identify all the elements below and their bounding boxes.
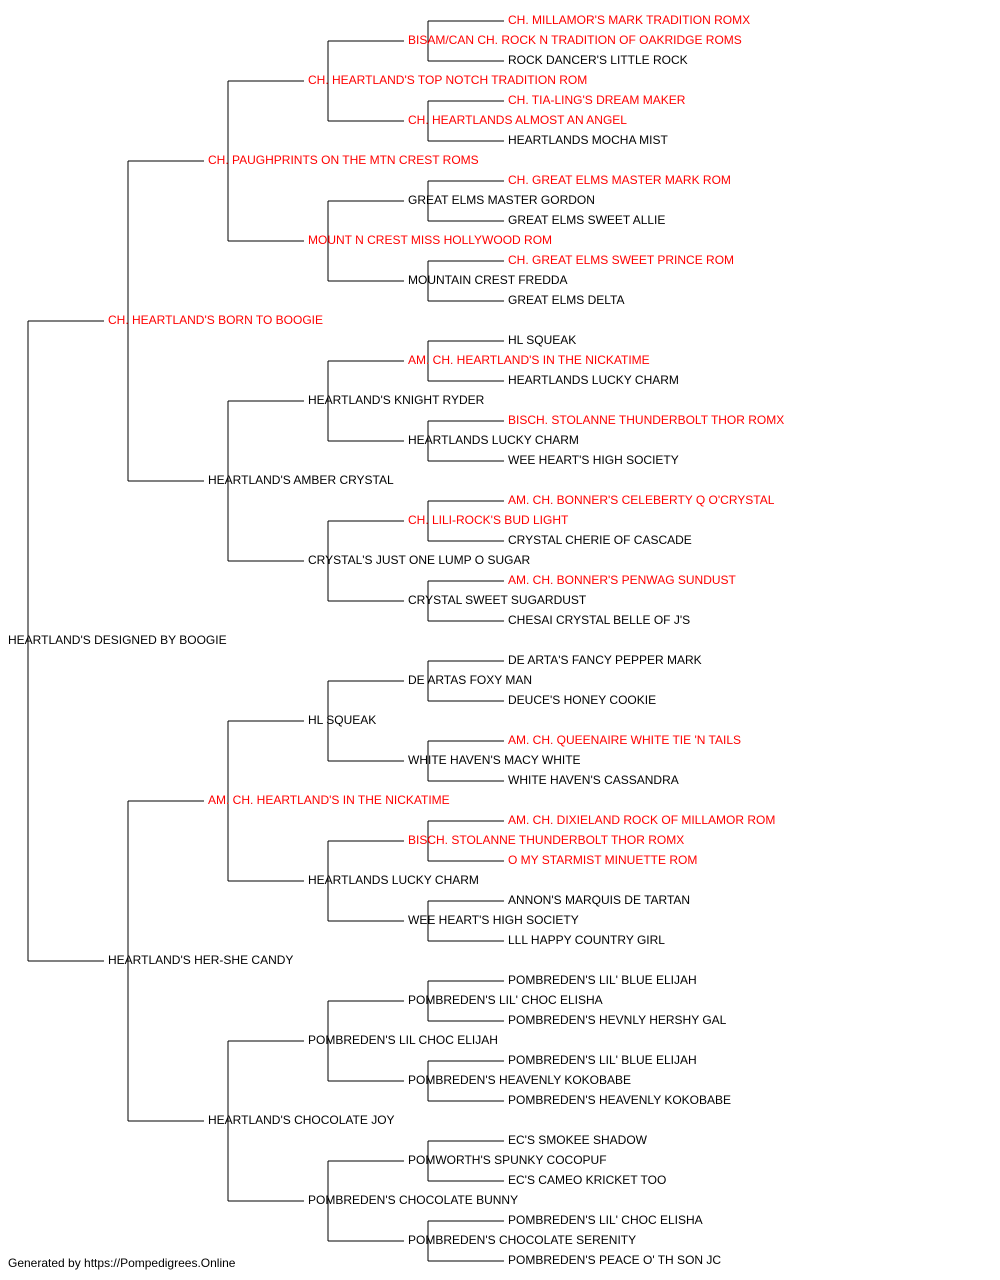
ancestor-name: CH. GREAT ELMS SWEET PRINCE ROM [508, 253, 734, 267]
ancestor-name: CHESAI CRYSTAL BELLE OF J'S [508, 613, 690, 627]
ancestor-name: CH. LILI-ROCK'S BUD LIGHT [408, 513, 569, 527]
ancestor-name: WEE HEART'S HIGH SOCIETY [508, 453, 679, 467]
ancestor-name: WHITE HAVEN'S MACY WHITE [408, 753, 581, 767]
ancestor-name: HEARTLANDS MOCHA MIST [508, 133, 668, 147]
ancestor-name: POMBREDEN'S HEVNLY HERSHY GAL [508, 1013, 727, 1027]
ancestor-name: ANNON'S MARQUIS DE TARTAN [508, 893, 690, 907]
ancestor-name: AM. CH. BONNER'S PENWAG SUNDUST [508, 573, 737, 587]
ancestor-name: POMBREDEN'S HEAVENLY KOKOBABE [508, 1093, 731, 1107]
ancestor-name: AM. CH. HEARTLAND'S IN THE NICKATIME [208, 793, 450, 807]
ancestor-name: LLL HAPPY COUNTRY GIRL [508, 933, 665, 947]
ancestor-name: HEARTLANDS LUCKY CHARM [308, 873, 479, 887]
ancestor-name: POMWORTH'S SPUNKY COCOPUF [408, 1153, 607, 1167]
footer-credit: Generated by https://Pompedigrees.Online [8, 1256, 236, 1270]
ancestor-name: CRYSTAL CHERIE OF CASCADE [508, 533, 692, 547]
ancestor-name: HL SQUEAK [508, 333, 576, 347]
ancestor-name: BISAM/CAN CH. ROCK N TRADITION OF OAKRID… [408, 33, 742, 47]
ancestor-name: POMBREDEN'S HEAVENLY KOKOBABE [408, 1073, 631, 1087]
ancestor-name: CH. HEARTLAND'S TOP NOTCH TRADITION ROM [308, 73, 587, 87]
ancestor-name: HEARTLANDS LUCKY CHARM [408, 433, 579, 447]
ancestor-name: DE ARTA'S FANCY PEPPER MARK [508, 653, 702, 667]
ancestor-name: CRYSTAL SWEET SUGARDUST [408, 593, 587, 607]
ancestor-name: DEUCE'S HONEY COOKIE [508, 693, 656, 707]
ancestor-name: GREAT ELMS SWEET ALLIE [508, 213, 665, 227]
ancestor-name: POMBREDEN'S LIL' BLUE ELIJAH [508, 973, 697, 987]
ancestor-name: POMBREDEN'S PEACE O' TH SON JC [508, 1253, 721, 1267]
subject-dog-name: HEARTLAND'S DESIGNED BY BOOGIE [8, 633, 227, 647]
ancestor-name: CH. HEARTLANDS ALMOST AN ANGEL [408, 113, 627, 127]
ancestor-name: CH. PAUGHPRINTS ON THE MTN CREST ROMS [208, 153, 479, 167]
ancestor-name: AM. CH. QUEENAIRE WHITE TIE 'N TAILS [508, 733, 741, 747]
ancestor-name: MOUNTAIN CREST FREDDA [408, 273, 568, 287]
ancestor-name: POMBREDEN'S LIL CHOC ELIJAH [308, 1033, 498, 1047]
ancestor-name: WEE HEART'S HIGH SOCIETY [408, 913, 579, 927]
ancestor-name: AM. CH. BONNER'S CELEBERTY Q O'CRYSTAL [508, 493, 775, 507]
ancestor-name: POMBREDEN'S CHOCOLATE SERENITY [408, 1233, 636, 1247]
ancestor-name: POMBREDEN'S LIL' CHOC ELISHA [408, 993, 603, 1007]
ancestor-name: POMBREDEN'S LIL' BLUE ELIJAH [508, 1053, 697, 1067]
ancestor-name: BISCH. STOLANNE THUNDERBOLT THOR ROMX [508, 413, 784, 427]
ancestor-name: HEARTLANDS LUCKY CHARM [508, 373, 679, 387]
ancestor-name: GREAT ELMS DELTA [508, 293, 624, 307]
ancestor-name: AM. CH. HEARTLAND'S IN THE NICKATIME [408, 353, 650, 367]
ancestor-name: CH. HEARTLAND'S BORN TO BOOGIE [108, 313, 323, 327]
ancestor-name: BISCH. STOLANNE THUNDERBOLT THOR ROMX [408, 833, 684, 847]
ancestor-name: CH. GREAT ELMS MASTER MARK ROM [508, 173, 731, 187]
ancestor-name: POMBREDEN'S LIL' CHOC ELISHA [508, 1213, 703, 1227]
ancestor-name: CH. MILLAMOR'S MARK TRADITION ROMX [508, 13, 750, 27]
ancestor-name: WHITE HAVEN'S CASSANDRA [508, 773, 679, 787]
ancestor-name: CRYSTAL'S JUST ONE LUMP O SUGAR [308, 553, 530, 567]
ancestor-name: MOUNT N CREST MISS HOLLYWOOD ROM [308, 233, 552, 247]
ancestor-name: O MY STARMIST MINUETTE ROM [508, 853, 697, 867]
ancestor-name: AM. CH. DIXIELAND ROCK OF MILLAMOR ROM [508, 813, 775, 827]
ancestor-name: EC'S CAMEO KRICKET TOO [508, 1173, 666, 1187]
ancestor-name: HEARTLAND'S CHOCOLATE JOY [208, 1113, 395, 1127]
ancestor-name: HEARTLAND'S HER-SHE CANDY [108, 953, 293, 967]
ancestor-name: ROCK DANCER'S LITTLE ROCK [508, 53, 688, 67]
ancestor-name: HEARTLAND'S AMBER CRYSTAL [208, 473, 394, 487]
ancestor-name: GREAT ELMS MASTER GORDON [408, 193, 595, 207]
ancestor-name: DE ARTAS FOXY MAN [408, 673, 532, 687]
ancestor-name: POMBREDEN'S CHOCOLATE BUNNY [308, 1193, 518, 1207]
ancestor-name: HL SQUEAK [308, 713, 376, 727]
ancestor-name: HEARTLAND'S KNIGHT RYDER [308, 393, 485, 407]
ancestor-name: EC'S SMOKEE SHADOW [508, 1133, 648, 1147]
ancestor-name: CH. TIA-LING'S DREAM MAKER [508, 93, 686, 107]
